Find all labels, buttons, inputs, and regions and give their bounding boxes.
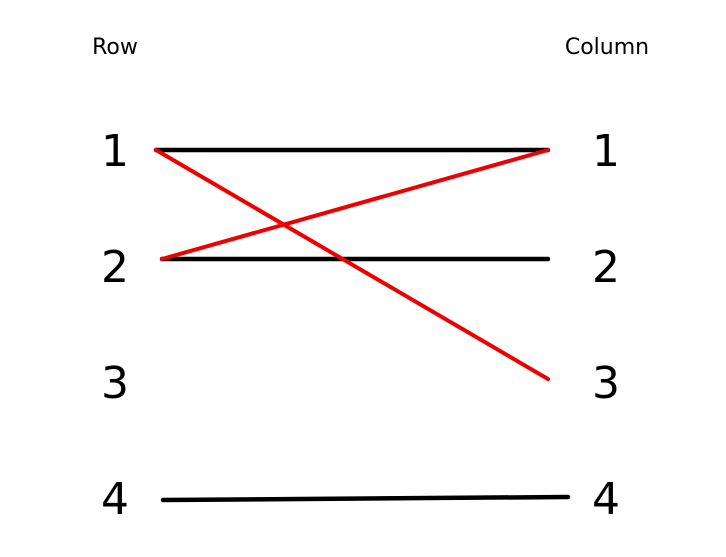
row-label-3: 3 [101, 358, 129, 409]
row-label-1: 1 [101, 126, 129, 177]
column-label-3: 3 [592, 358, 620, 409]
connection-lines [153, 147, 571, 503]
column-label-2: 2 [592, 242, 620, 293]
connection-row-4-to-column-4 [160, 494, 571, 503]
row-label-4: 4 [101, 474, 129, 525]
column-header: Column [565, 35, 649, 60]
column-label-4: 4 [592, 474, 620, 525]
column-label-1: 1 [592, 126, 620, 177]
row-label-2: 2 [101, 242, 129, 293]
connection-row-1-to-column-3 [154, 148, 550, 381]
row-header: Row [92, 35, 138, 60]
connection-row-2-to-column-1 [160, 148, 550, 261]
